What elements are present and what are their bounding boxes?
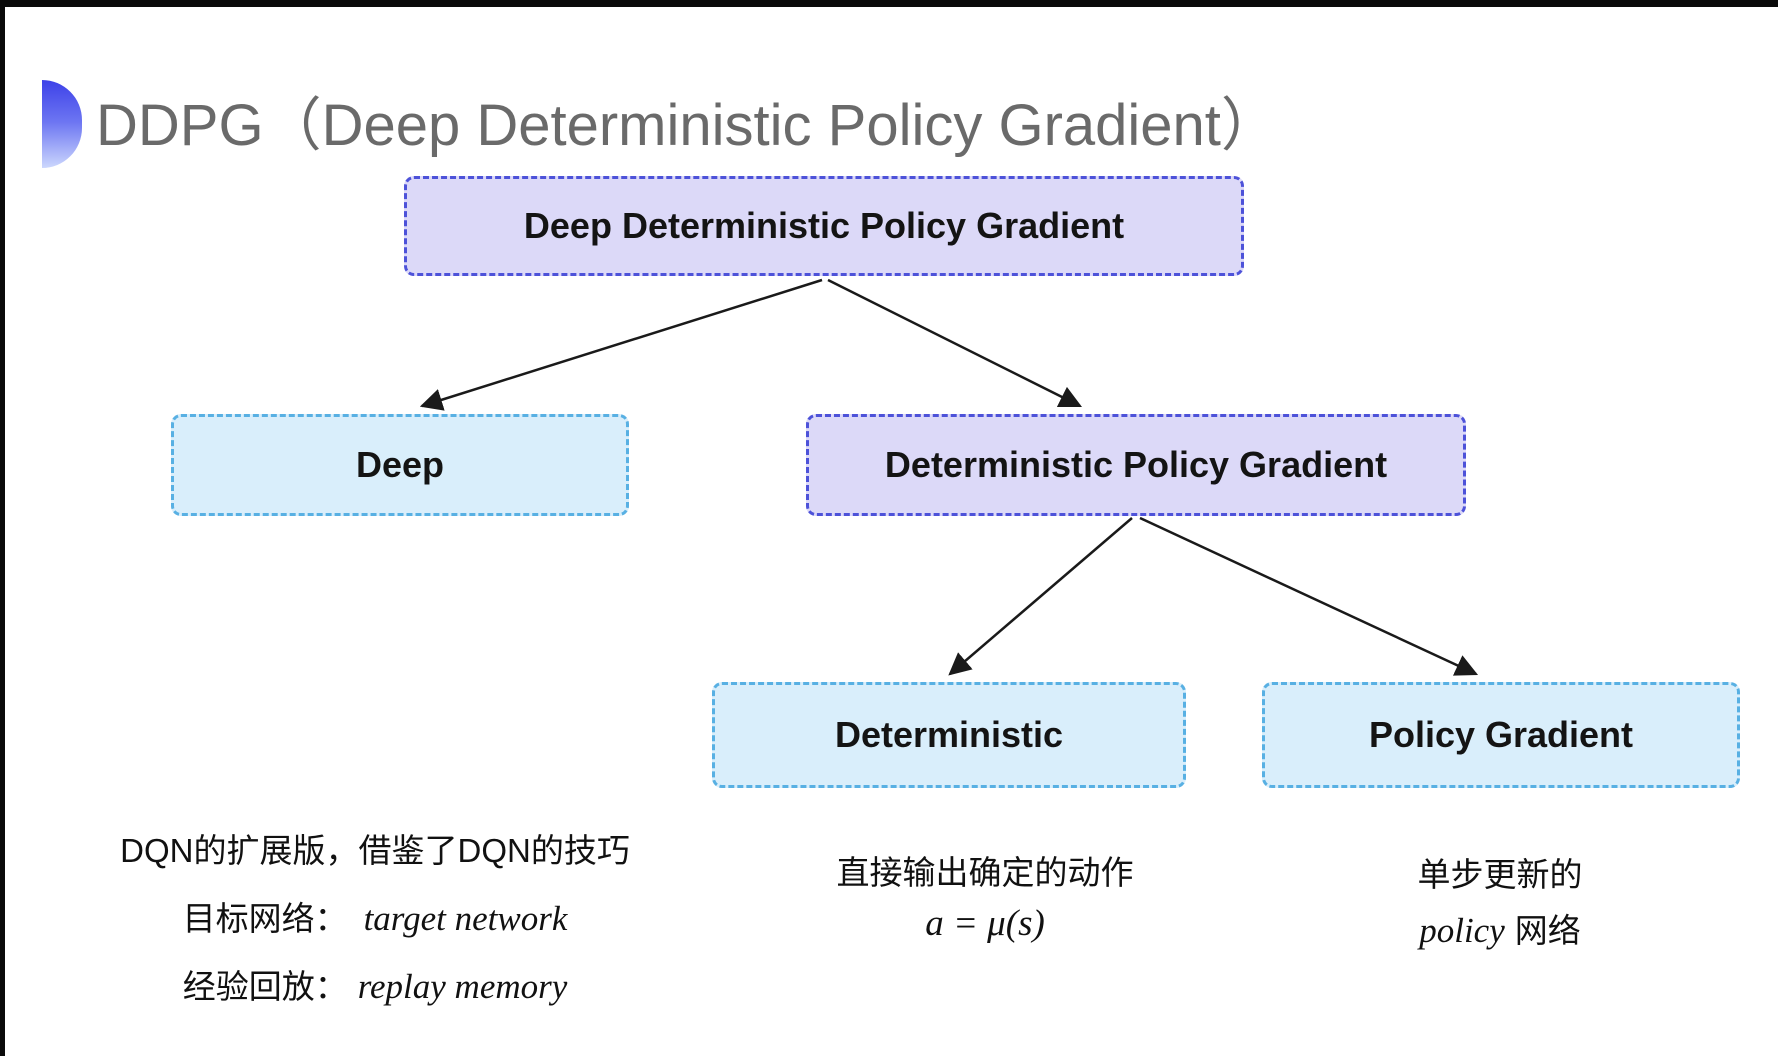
node-deep: Deep <box>171 414 629 516</box>
node-deterministic-label: Deterministic <box>834 714 1064 755</box>
annotation-replay-memory-en: replay memory <box>357 967 568 1006</box>
annotation-policy-line1: 单步更新的 <box>1417 856 1583 893</box>
node-root-label: Deep Deterministic Policy Gradient <box>523 205 1125 246</box>
annotation-policy-zh: 网络 <box>1514 912 1581 949</box>
frame-top-edge <box>0 0 1778 7</box>
annotation-replay-memory-zh: 经验回放： <box>182 968 348 1005</box>
arrow-root-to-deep <box>419 278 823 411</box>
arrow-dpg-to-deterministic <box>948 517 1133 676</box>
node-dpg-label: Deterministic Policy Gradient <box>884 444 1388 485</box>
node-deep-label: Deep <box>355 444 445 485</box>
page-title: DDPG（Deep Deterministic Policy Gradient） <box>96 93 1279 158</box>
node-policy-gradient: Policy Gradient <box>1262 682 1740 788</box>
annotation-policy-en: policy <box>1419 911 1505 950</box>
arrow-dpg-to-policy-gradient <box>1139 516 1479 676</box>
annotation-deterministic: 直接输出确定的动作 a = μ(s) <box>740 846 1230 945</box>
annotation-formula: a = μ(s) <box>925 903 1045 944</box>
annotation-deep-dqn: DQN的扩展版，借鉴了DQN的技巧 目标网络： target network 经验… <box>110 824 640 1008</box>
node-root-ddpg: Deep Deterministic Policy Gradient <box>404 176 1244 276</box>
half-circle-bullet-icon <box>42 80 82 168</box>
frame-left-edge <box>0 0 5 1056</box>
node-policy-gradient-label: Policy Gradient <box>1368 714 1634 755</box>
annotation-deterministic-line1: 直接输出确定的动作 <box>836 854 1134 891</box>
annotation-target-network-en: target network <box>363 899 568 938</box>
annotation-dqn-line1: DQN的扩展版，借鉴了DQN的技巧 <box>120 832 630 869</box>
arrow-root-to-dpg <box>827 278 1083 408</box>
annotation-target-network-zh: 目标网络： <box>182 900 348 937</box>
node-deterministic: Deterministic <box>712 682 1186 788</box>
node-deterministic-policy-gradient: Deterministic Policy Gradient <box>806 414 1466 516</box>
